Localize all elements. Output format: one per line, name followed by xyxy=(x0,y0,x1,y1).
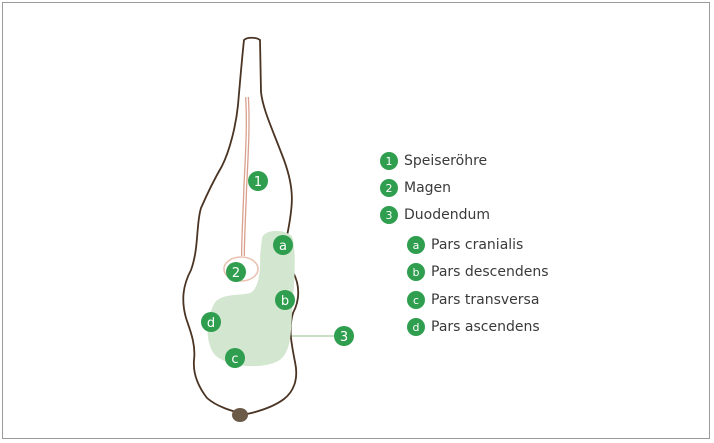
legend-label: Pars cranialis xyxy=(431,237,523,253)
anus-dot xyxy=(232,408,248,422)
marker-d: d xyxy=(201,312,221,332)
svg-text:3: 3 xyxy=(340,330,348,345)
legend-item-pars-ascendens: d Pars ascendens xyxy=(407,318,540,336)
legend-label: Pars ascendens xyxy=(431,319,540,335)
svg-text:b: b xyxy=(281,294,289,309)
marker-3: 3 xyxy=(334,326,354,346)
legend-letter-badge: a xyxy=(407,236,425,254)
legend-item-pars-cranialis: a Pars cranialis xyxy=(407,236,523,254)
legend-item-pars-transversa: c Pars transversa xyxy=(407,291,539,309)
legend-label: Pars transversa xyxy=(431,292,539,308)
legend-item-duodendum: 3 Duodendum xyxy=(380,206,490,224)
marker-1: 1 xyxy=(248,171,268,191)
legend-item-pars-descendens: b Pars descendens xyxy=(407,263,549,281)
legend-number-badge: 1 xyxy=(380,152,398,170)
legend-item-magen: 2 Magen xyxy=(380,179,451,197)
svg-text:d: d xyxy=(207,316,215,331)
svg-text:a: a xyxy=(279,239,287,254)
legend-letter-badge: b xyxy=(407,263,425,281)
marker-c: c xyxy=(225,348,245,368)
marker-a: a xyxy=(273,235,293,255)
marker-b: b xyxy=(275,290,295,310)
legend-label: Duodendum xyxy=(404,207,490,223)
svg-text:1: 1 xyxy=(254,175,262,190)
legend-number-badge: 3 xyxy=(380,206,398,224)
legend-item-speiseroehre: 1 Speiseröhre xyxy=(380,152,487,170)
legend-letter-badge: d xyxy=(407,318,425,336)
legend-label: Magen xyxy=(404,180,451,196)
svg-text:c: c xyxy=(231,352,238,367)
legend-label: Pars descendens xyxy=(431,264,549,280)
legend-letter-badge: c xyxy=(407,291,425,309)
legend-label: Speiseröhre xyxy=(404,153,487,169)
marker-2: 2 xyxy=(226,262,246,282)
legend-number-badge: 2 xyxy=(380,179,398,197)
svg-text:2: 2 xyxy=(232,266,240,281)
